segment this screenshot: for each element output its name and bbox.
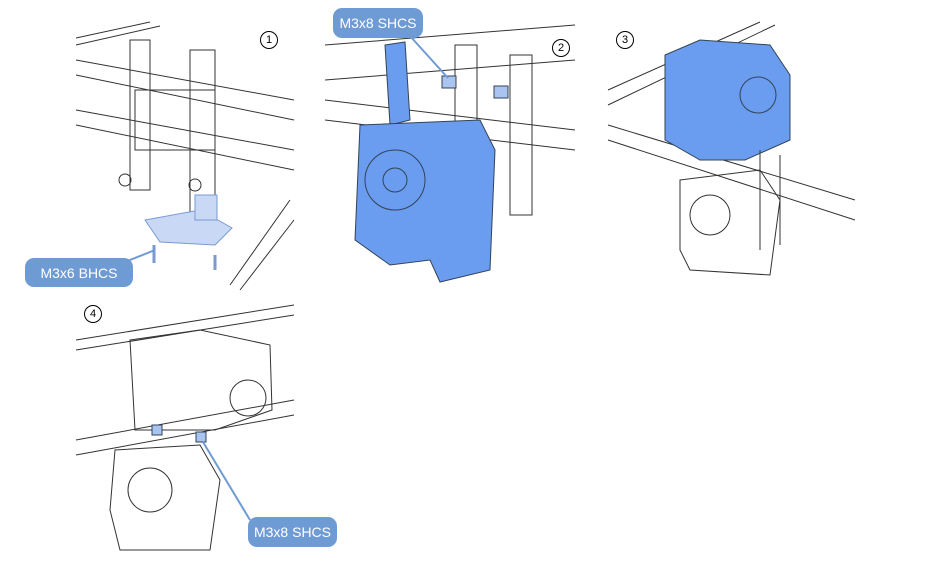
step-4-illustration: [75, 304, 295, 551]
step-3-illustration: [607, 21, 856, 276]
step-2-illustration: [324, 24, 576, 283]
step-number-3: 3: [616, 31, 634, 49]
step-number-1: 1: [260, 31, 278, 49]
step-number-2: 2: [552, 39, 570, 57]
callout-m3x6-bhcs: M3x6 BHCS: [25, 258, 133, 287]
callout-m3x8-shcs-step2: M3x8 SHCS: [333, 8, 423, 38]
callout-m3x8-shcs-step4: M3x8 SHCS: [248, 517, 337, 547]
step-1-illustration: [75, 21, 295, 291]
step-number-4: 4: [84, 305, 102, 323]
